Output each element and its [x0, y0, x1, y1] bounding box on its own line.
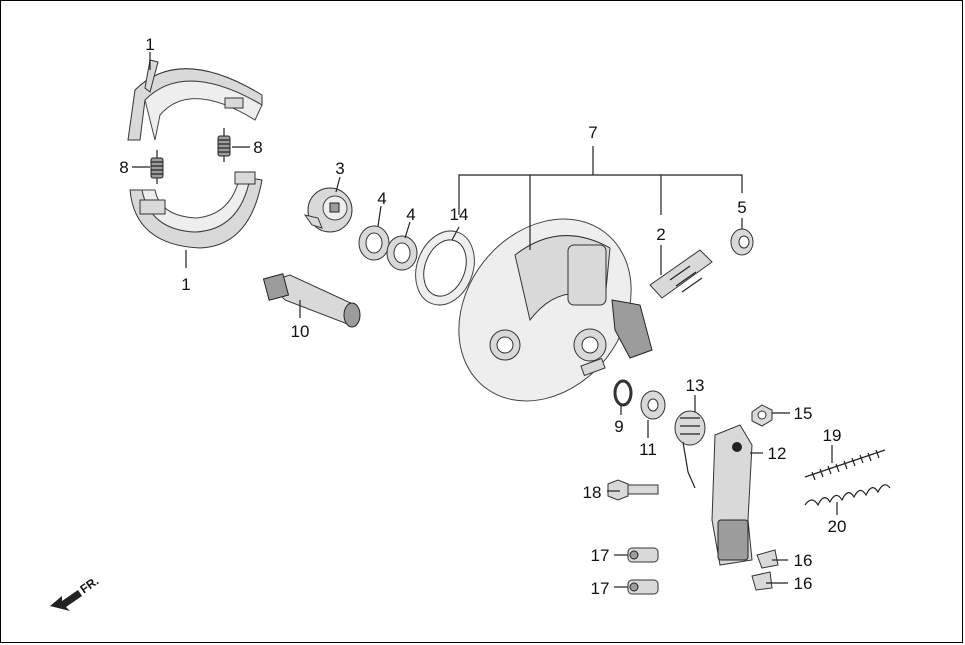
callout-16-b: 16: [794, 574, 813, 593]
front-direction-label: FR.: [77, 574, 101, 597]
brake-shoe-lower: [129, 171, 263, 249]
oil-seal: [415, 230, 475, 306]
callout-8-left: 8: [119, 158, 128, 177]
washer-b: [386, 235, 418, 271]
washer-a: [358, 225, 390, 261]
callout-1-top: 1: [145, 35, 154, 54]
brake-panel: [458, 218, 653, 402]
pin-17b: [627, 579, 659, 595]
callout-17-b: 17: [591, 579, 610, 598]
return-spring: [674, 410, 706, 489]
callout-10: 10: [291, 322, 310, 341]
pin-17a: [627, 547, 659, 563]
lever-nut: [751, 404, 773, 427]
callout-8-right: 8: [253, 138, 262, 157]
callout-19: 19: [823, 426, 842, 445]
callout-11: 11: [639, 440, 657, 459]
circlip: [613, 379, 633, 407]
callout-12: 12: [768, 444, 787, 463]
brake-cam-shaft: [262, 273, 361, 328]
pinch-bolt: [607, 479, 659, 501]
callout-3: 3: [335, 159, 344, 178]
callout-20: 20: [828, 517, 847, 536]
callout-1-bottom: 1: [181, 275, 190, 294]
spring-19: [804, 449, 886, 481]
brake-spring-right: [217, 128, 231, 162]
spring-20: [804, 484, 891, 507]
callout-5: 5: [737, 198, 746, 217]
speedometer-gear: [303, 187, 353, 233]
bearing: [730, 228, 754, 256]
callout-13: 13: [686, 376, 705, 395]
indicator-washer: [640, 390, 666, 420]
callout-4-b: 4: [406, 205, 415, 224]
brake-spring-left: [150, 150, 164, 184]
brake-shoe-upper: [127, 59, 263, 141]
callout-14: 14: [450, 205, 469, 224]
front-direction-arrow-icon: [50, 590, 82, 611]
brake-arm: [711, 424, 753, 566]
callout-4-a: 4: [377, 189, 386, 208]
leader-lines: [132, 52, 838, 588]
callout-9: 9: [614, 417, 623, 436]
clip-16b: [751, 571, 773, 591]
callout-15: 15: [794, 404, 813, 423]
callout-17-a: 17: [591, 546, 610, 565]
speedometer-shaft: [649, 249, 713, 299]
clip-16a: [756, 549, 779, 569]
callout-2: 2: [656, 225, 665, 244]
callout-18: 18: [583, 483, 602, 502]
callout-7: 7: [588, 123, 597, 142]
callout-16-a: 16: [794, 551, 813, 570]
